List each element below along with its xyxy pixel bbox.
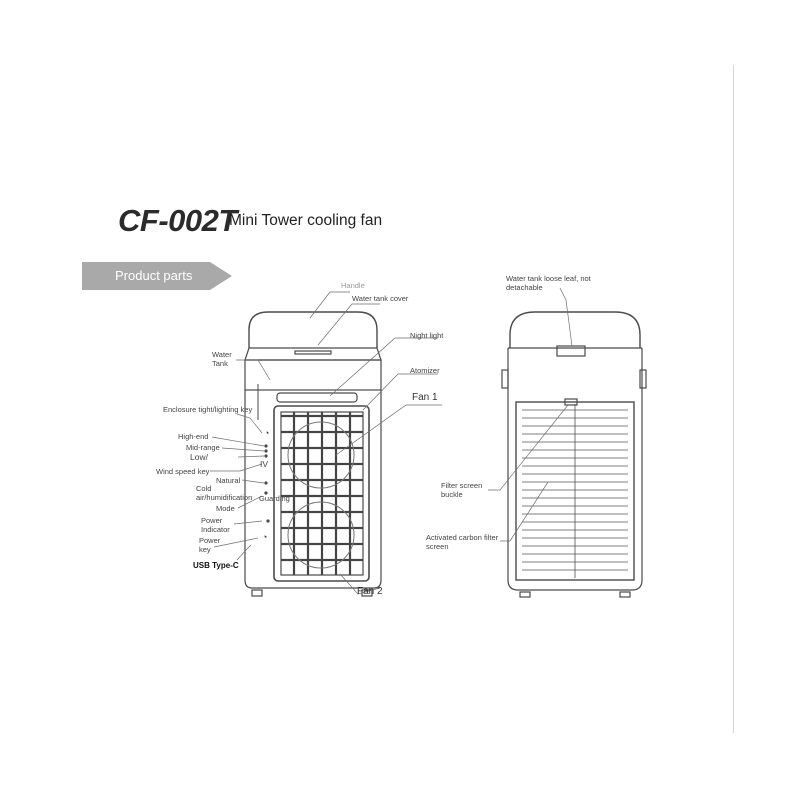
fan-1-blade	[287, 421, 355, 489]
model-title: CF-002T	[118, 203, 237, 238]
label-natural: Natural	[216, 476, 241, 485]
back-handle	[509, 311, 641, 348]
label-low: Low/	[190, 452, 208, 462]
led-power	[266, 519, 270, 523]
front-night-light	[276, 392, 358, 403]
back-body	[507, 388, 643, 591]
low-leader	[237, 455, 265, 458]
label-usb-type-c: USB Type-C	[193, 561, 239, 570]
front-water-tank	[244, 359, 382, 391]
wind-speed-leader	[210, 463, 263, 472]
power-indicator-leader	[233, 520, 263, 525]
back-filter-frame	[515, 401, 635, 581]
carbon-filter-slats	[522, 404, 628, 578]
tank-cover-leader	[317, 303, 380, 346]
back-side-clip-right	[639, 369, 647, 389]
label-filter-buckle: Filter screen buckle	[441, 481, 483, 499]
front-leader-lines	[210, 291, 442, 595]
label-mode: Mode	[216, 504, 235, 513]
label-water-tank: Water Tank	[212, 350, 232, 368]
cold-air-leader	[237, 495, 263, 509]
back-side-clip-left	[501, 369, 509, 389]
front-cover-slot	[294, 350, 332, 355]
back-tank-leaf	[556, 345, 586, 357]
label-high-end: High-end	[178, 432, 209, 441]
page-divider-line	[733, 65, 734, 733]
label-wind-speed-key: Wind speed key	[156, 467, 210, 476]
label-fan-2: Fan 2	[357, 586, 383, 597]
natural-leader	[241, 479, 265, 484]
front-fan-grille	[280, 411, 364, 576]
label-tank-loose-leaf: Water tank loose leaf, not detachable	[506, 274, 591, 292]
filter-buckle-leader	[488, 404, 569, 491]
enclosure-key-icon: ◔	[264, 428, 269, 438]
label-atomizer: Atomizer	[410, 366, 440, 375]
front-view-fan: ◔ ◔	[244, 311, 382, 597]
label-enclosure-key: Enclosure tight/lighting key	[163, 405, 253, 414]
filter-buckle	[564, 398, 578, 406]
enclosure-key-leader	[236, 413, 263, 434]
mid-range-leader	[221, 447, 265, 452]
high-end-leader	[211, 436, 265, 447]
front-foot-left	[251, 589, 263, 597]
label-water-tank-cover: Water tank cover	[352, 294, 409, 303]
product-parts-label: Product parts	[115, 268, 193, 283]
tank-leaf-leader	[559, 287, 573, 347]
label-fan-1: Fan 1	[412, 392, 438, 403]
led-cold	[264, 491, 268, 495]
label-power-indicator: Power Indicator	[201, 516, 230, 534]
fan1-leader	[335, 404, 442, 456]
led-low	[264, 454, 268, 458]
label-handle: Handle	[341, 281, 365, 290]
atomizer-leader	[362, 373, 438, 411]
led-natural	[264, 481, 268, 485]
label-iv: IV	[260, 459, 269, 469]
handle-leader	[309, 291, 350, 319]
power-key-leader	[213, 537, 259, 548]
night-light-leader	[329, 337, 438, 397]
back-view-fan	[501, 311, 647, 598]
label-power-key: Power key	[199, 536, 221, 554]
front-body	[244, 390, 382, 589]
label-night-light: Night light	[410, 331, 444, 340]
power-key-icon: ◔	[262, 532, 267, 542]
water-tank-leader	[236, 359, 271, 381]
back-foot-left	[519, 591, 531, 598]
label-guarding: Guarding	[259, 494, 290, 503]
led-high	[264, 444, 268, 448]
back-leader-lines	[488, 287, 573, 542]
fan2-leader	[339, 573, 381, 595]
back-foot-right	[619, 591, 631, 598]
led-mid	[264, 449, 268, 453]
label-mid-range: Mid-range	[186, 443, 220, 452]
label-cold-air: Cold air/humidification	[196, 484, 253, 502]
carbon-filter-leader	[500, 481, 549, 542]
fan-2-blade	[287, 501, 355, 569]
back-tank-sides	[507, 348, 643, 388]
front-fan-frame	[273, 405, 370, 582]
usb-leader	[236, 544, 252, 561]
product-parts-tab: Product parts	[82, 262, 232, 290]
product-subtitle: Mini Tower cooling fan	[229, 212, 383, 229]
label-carbon-filter: Activated carbon filter screen	[426, 533, 499, 551]
front-handle	[248, 311, 378, 348]
